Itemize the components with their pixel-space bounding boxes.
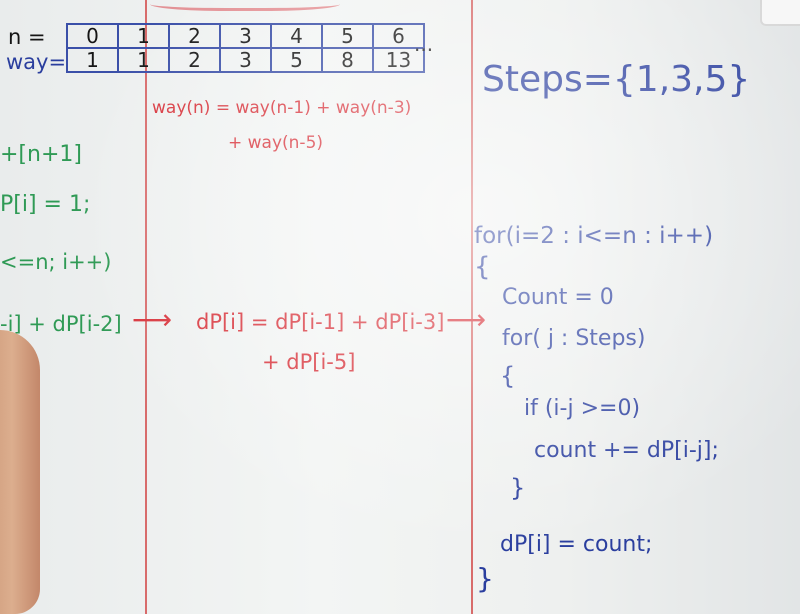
right-code-line-7: count += dP[i-j]; <box>534 438 719 463</box>
n-cell: 0 <box>66 23 119 49</box>
n-row: 0 1 2 3 4 5 6 <box>66 23 425 49</box>
way-cell: 3 <box>219 47 272 73</box>
right-code-line-10: } <box>476 562 494 595</box>
right-code-line-3: Count = 0 <box>502 285 614 310</box>
right-code-line-4: for( j : Steps) <box>502 326 646 351</box>
way-cell: 8 <box>321 47 374 73</box>
arrow-to-right: ⟶ <box>446 303 487 336</box>
partial-heading-scribble <box>150 0 340 11</box>
left-code-line-4: -i] + dP[i-2] <box>0 312 122 336</box>
n-cell: 5 <box>321 23 374 49</box>
n-cell: 1 <box>117 23 170 49</box>
right-code-line-6: if (i-j >=0) <box>524 396 641 421</box>
right-code-line-2: { <box>474 252 491 282</box>
way-cell: 2 <box>168 47 221 73</box>
n-cell: 3 <box>219 23 272 49</box>
recurrence-line-2: + way(n-5) <box>228 133 324 153</box>
left-code-line-2: P[i] = 1; <box>0 192 91 217</box>
sequence-table: 0 1 2 3 4 5 6 1 1 2 3 5 8 1 3 <box>66 23 425 73</box>
way-row-label: way= <box>6 50 67 74</box>
way-cell: 1 <box>117 47 170 73</box>
right-code-line-5: { <box>500 362 516 390</box>
way-row: 1 1 2 3 5 8 13 <box>66 47 425 73</box>
right-code-line-1: for(i=2 : i<=n : i++) <box>474 223 714 249</box>
way-cell: 5 <box>270 47 323 73</box>
way-cell: 1 <box>66 47 119 73</box>
table-ellipsis: ... <box>414 32 434 56</box>
presenter-hand <box>0 330 40 614</box>
right-code-line-9: dP[i] = count; <box>500 532 653 557</box>
n-row-label: n = <box>8 25 46 49</box>
recurrence-line-1: way(n) = way(n-1) + way(n-3) <box>152 98 412 118</box>
left-code-line-1: +[n+1] <box>0 142 82 167</box>
n-cell: 2 <box>168 23 221 49</box>
board-magnet <box>760 0 800 26</box>
middle-code-line-2: + dP[i-5] <box>262 350 356 374</box>
right-code-line-8: } <box>510 474 526 502</box>
steps-set: Steps={1,3,5} <box>482 59 751 100</box>
left-code-line-3: <=n; i++) <box>0 250 112 274</box>
middle-code-line-1: dP[i] = dP[i-1] + dP[i-3] <box>196 310 445 334</box>
arrow-to-middle: ⟶ <box>132 303 173 336</box>
n-cell: 4 <box>270 23 323 49</box>
